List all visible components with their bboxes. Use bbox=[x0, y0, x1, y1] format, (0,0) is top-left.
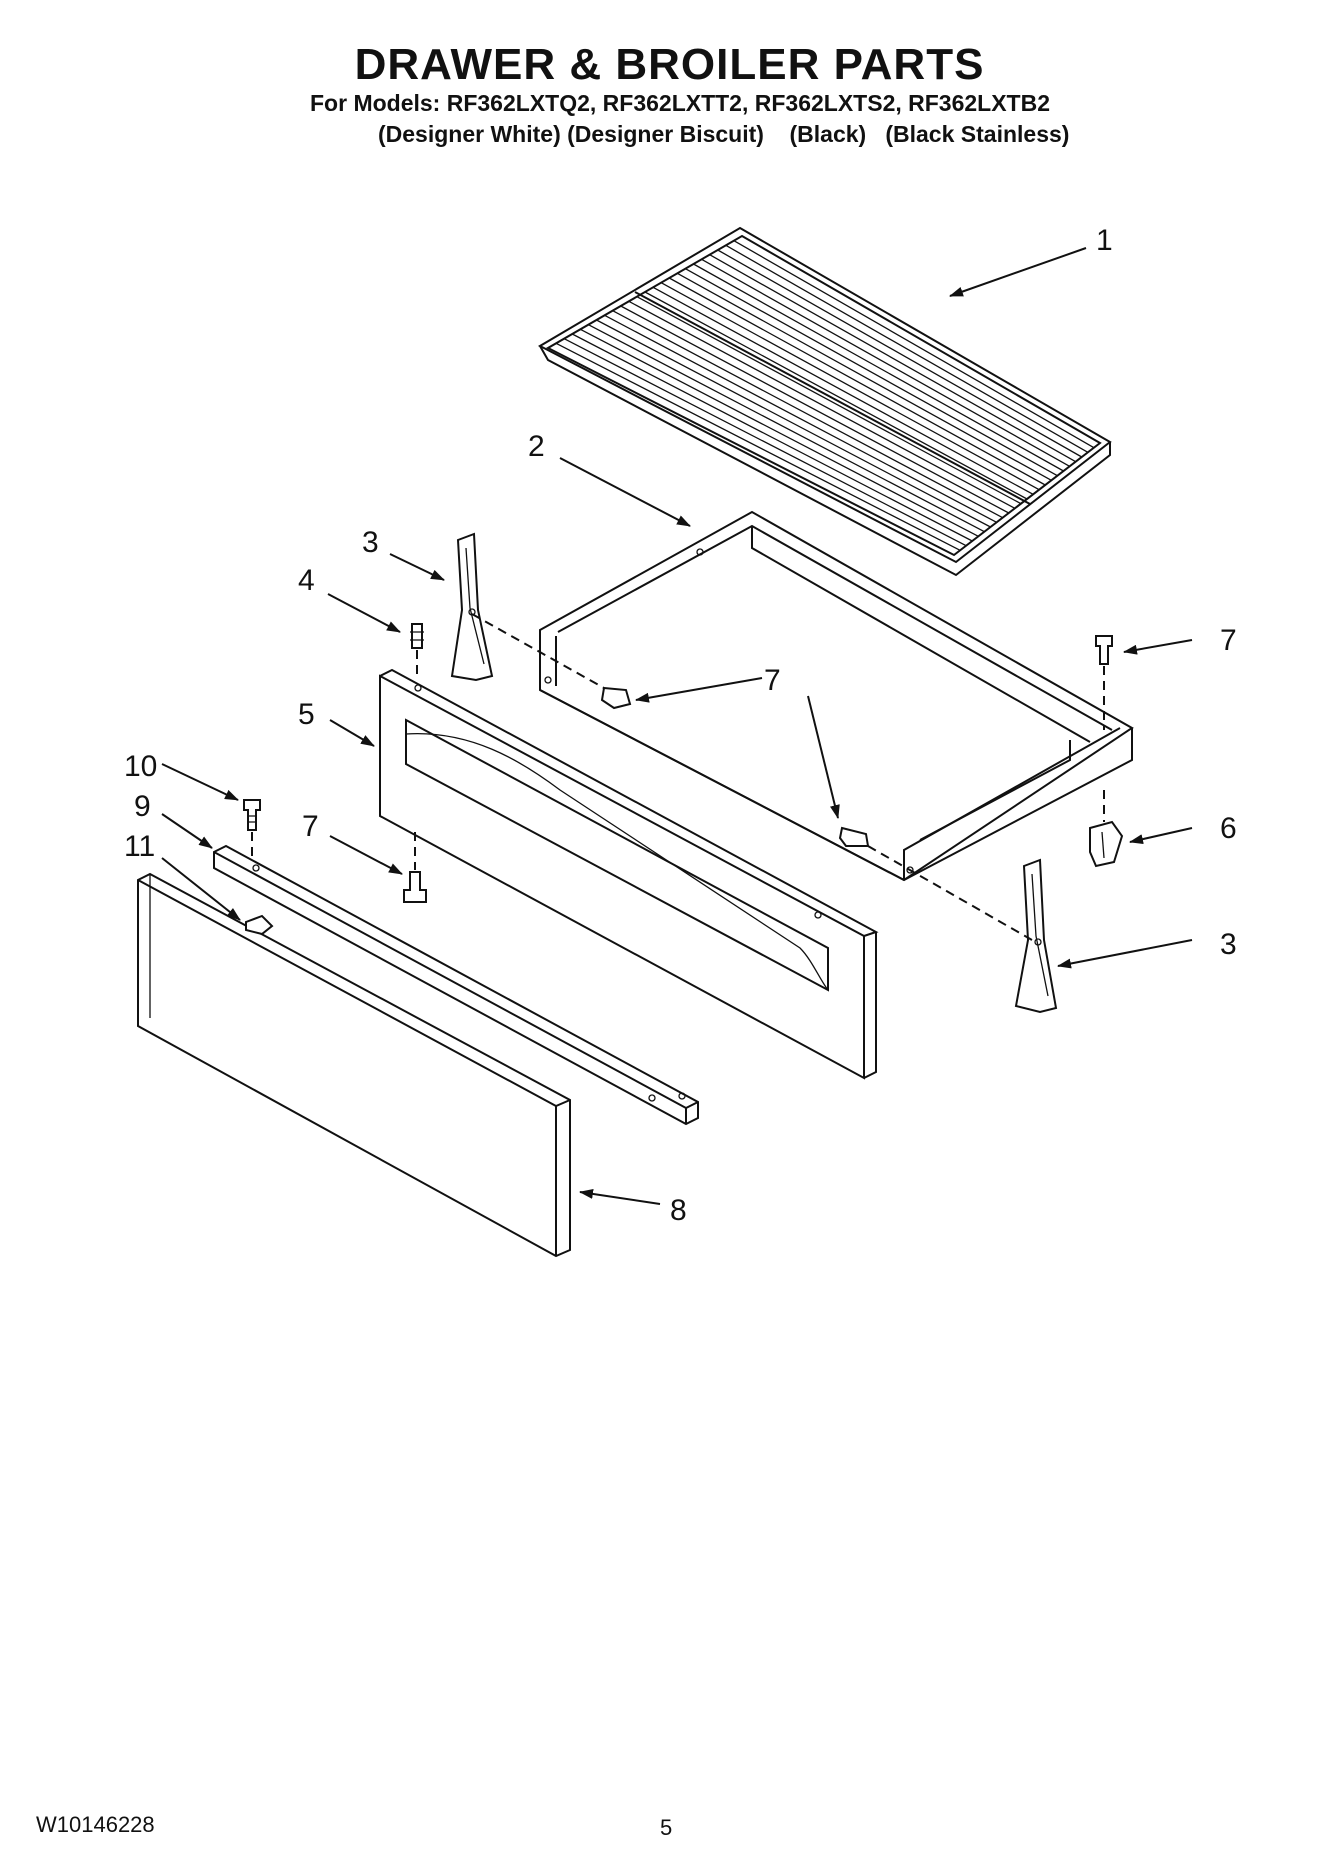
callout-7-lower-left: 7 bbox=[302, 810, 319, 843]
rack-wire bbox=[588, 324, 985, 533]
models-line: For Models: RF362LXTQ2, RF362LXTT2, RF36… bbox=[310, 90, 1051, 116]
callout-3-left: 3 bbox=[362, 526, 379, 559]
rack-wire bbox=[563, 338, 967, 547]
bracket-11 bbox=[245, 914, 274, 936]
callout-2: 2 bbox=[528, 430, 545, 463]
page-number: 5 bbox=[660, 1815, 673, 1840]
broiler-rack bbox=[537, 226, 1112, 577]
page-title: DRAWER & BROILER PARTS bbox=[354, 40, 985, 89]
document-number: W10146228 bbox=[36, 1812, 155, 1837]
rack-wire bbox=[652, 286, 1034, 495]
clip-6 bbox=[1089, 820, 1124, 868]
assembly-lines bbox=[251, 613, 1105, 941]
trim-strip bbox=[213, 844, 699, 1126]
rack-wire bbox=[596, 319, 991, 528]
rack-wire bbox=[620, 305, 1010, 514]
screw-7-lower-left bbox=[403, 871, 427, 903]
colors-line: (Designer White) (Designer Biscuit) (Bla… bbox=[378, 121, 1070, 147]
rack-wire bbox=[571, 333, 973, 542]
leader-arrows bbox=[161, 247, 1193, 1205]
drawer-slide-left bbox=[450, 532, 494, 682]
screw-7-center bbox=[600, 686, 632, 710]
drawer-pan bbox=[539, 510, 1134, 882]
rack-wire bbox=[660, 282, 1040, 491]
rack-wire bbox=[693, 263, 1064, 472]
screw-10 bbox=[243, 799, 261, 831]
screw-7-right-lower bbox=[838, 826, 870, 847]
rack-wire bbox=[677, 272, 1052, 481]
callout-8: 8 bbox=[670, 1194, 687, 1227]
screw-7-right-upper bbox=[1095, 635, 1113, 665]
callout-10: 10 bbox=[124, 750, 157, 783]
callout-9: 9 bbox=[134, 790, 151, 823]
rack-wire bbox=[701, 258, 1070, 467]
callout-5: 5 bbox=[298, 698, 315, 731]
drawer-outer-front bbox=[137, 872, 571, 1258]
callout-6: 6 bbox=[1220, 812, 1237, 845]
rack-wire bbox=[644, 291, 1028, 500]
callout-7-center: 7 bbox=[764, 664, 781, 697]
callout-1: 1 bbox=[1096, 224, 1113, 257]
callout-7-right: 7 bbox=[1220, 624, 1237, 657]
rack-wire bbox=[685, 268, 1058, 477]
rack-wire bbox=[628, 300, 1016, 509]
rack-wire bbox=[636, 296, 1022, 505]
rack-wire bbox=[717, 249, 1083, 458]
rack-wire bbox=[612, 310, 1003, 519]
drawer-inner-front bbox=[379, 668, 879, 1080]
rack-wire bbox=[580, 328, 979, 537]
callout-4: 4 bbox=[298, 564, 315, 597]
drawer-slide-right bbox=[1014, 858, 1058, 1014]
rack-wire bbox=[733, 240, 1095, 449]
rack-wire bbox=[668, 277, 1046, 486]
rack-wire bbox=[709, 254, 1076, 463]
rack-wire bbox=[555, 342, 961, 551]
rack-wire bbox=[725, 244, 1089, 453]
callout-11: 11 bbox=[124, 830, 155, 863]
callout-3-right: 3 bbox=[1220, 928, 1237, 961]
rack-wire bbox=[604, 314, 997, 523]
screw-4 bbox=[410, 623, 424, 649]
